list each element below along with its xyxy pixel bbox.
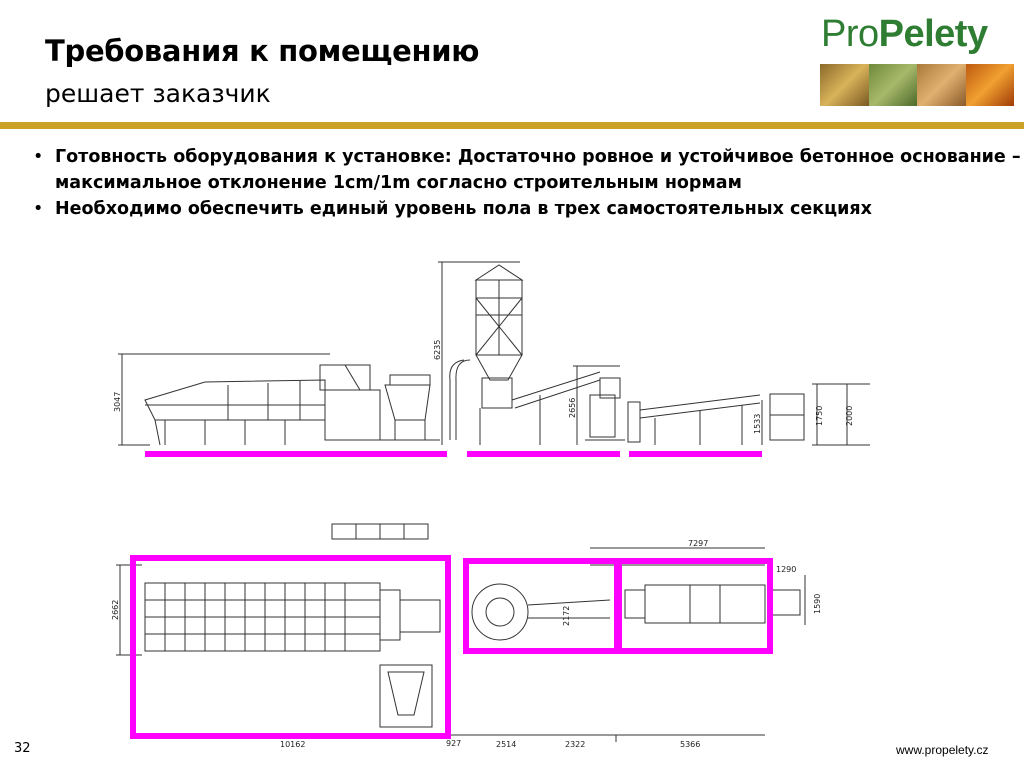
slide-title: Требования к помещению [45, 34, 480, 68]
plan-view-dimensions: 2662 7297 1290 2172 1590 10162 927 2514 … [111, 539, 822, 749]
floor-level-bars [145, 451, 762, 457]
bullet-item: • Необходимо обеспечить единый уровень по… [33, 196, 1023, 222]
header-divider [0, 122, 1024, 129]
dim-plan-height-left: 2662 [111, 600, 120, 620]
slide-subtitle: решает заказчик [45, 79, 271, 108]
dim-height-left: 3047 [113, 392, 122, 412]
dim-height-right-b: 2000 [845, 406, 854, 426]
bullet-item: • Готовность оборудования к установке: До… [33, 144, 1023, 196]
logo-photo-strip [820, 64, 1014, 106]
dim-height-total: 6235 [433, 340, 442, 360]
section-box-3 [616, 558, 773, 654]
bullet-dot: • [33, 199, 44, 219]
floor-bar-section-3 [629, 451, 762, 457]
dim-plan-bottom-3: 2514 [496, 740, 516, 749]
dim-height-right-a: 1750 [815, 406, 824, 426]
slide-number: 32 [14, 741, 31, 756]
dim-plan-bottom-1: 10162 [280, 740, 305, 749]
dim-height-mid: 2656 [568, 398, 577, 418]
dim-plan-width-top: 7297 [688, 539, 708, 548]
dim-plan-width-right: 1290 [776, 565, 796, 574]
bullet-text: Готовность оборудования к установке: Дос… [55, 147, 1021, 193]
dim-plan-height-right: 1590 [813, 594, 822, 614]
propelety-logo: ProPelety [821, 13, 988, 56]
section-boxes [130, 555, 773, 739]
floor-bar-section-1 [145, 451, 447, 457]
side-view-dimensions: 3047 6235 2656 1533 1750 2000 [113, 340, 854, 434]
bullet-text: Необходимо обеспечить единый уровень пол… [55, 199, 872, 219]
dim-plan-bottom-4: 2322 [565, 740, 585, 749]
logo-prefix: Pro [821, 13, 879, 55]
floor-bar-section-2 [467, 451, 620, 457]
dim-plan-bottom-2: 927 [446, 739, 461, 748]
dim-height-small: 1533 [753, 414, 762, 434]
dim-plan-height-mid: 2172 [562, 606, 571, 626]
bullet-list: • Готовность оборудования к установке: До… [33, 144, 1023, 222]
plan-view [116, 523, 806, 742]
dim-plan-bottom-5: 5366 [680, 740, 700, 749]
section-box-1 [130, 555, 451, 739]
footer-url: www.propelety.cz [896, 743, 989, 757]
side-elevation-view [118, 261, 870, 446]
logo-suffix: Pelety [878, 13, 988, 55]
bullet-dot: • [33, 147, 44, 167]
